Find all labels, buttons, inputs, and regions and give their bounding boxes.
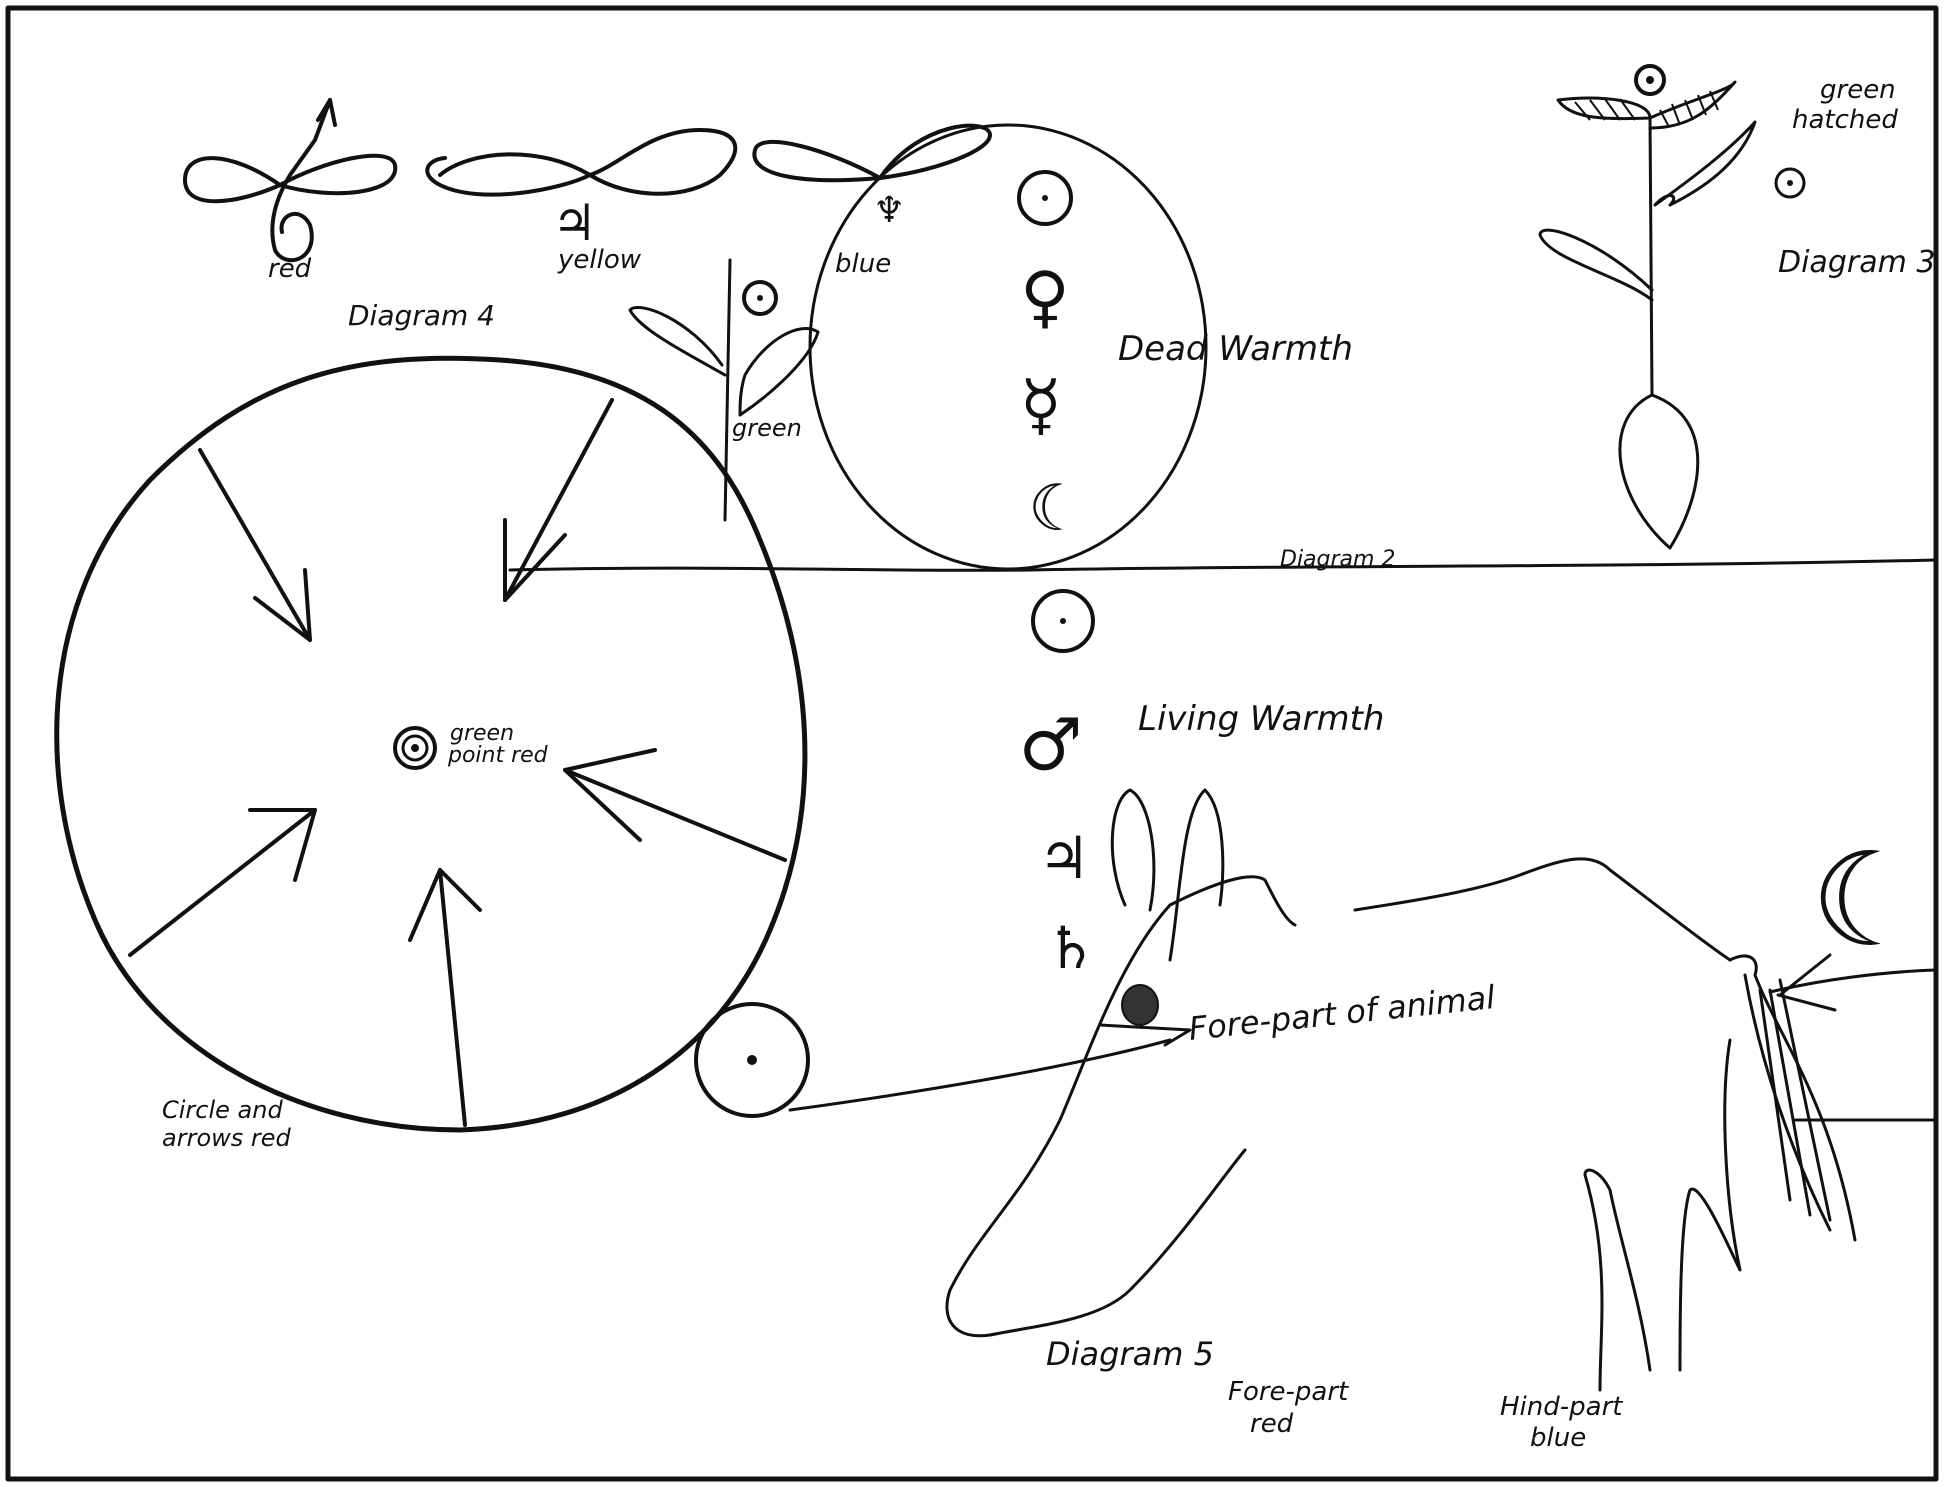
animal-outline <box>945 788 1937 1392</box>
sun-icon <box>1017 170 1073 226</box>
sun-icon <box>1031 589 1095 653</box>
circle-center-line1: green <box>450 721 514 746</box>
circle-note-line1: Circle and <box>162 1096 283 1124</box>
diagram3-sun-icon <box>1774 167 1806 199</box>
moon-symbol-upper: ☾ <box>1028 472 1085 546</box>
diagram2-line <box>508 558 1937 572</box>
living-warmth-label: Living Warmth <box>1138 699 1384 739</box>
jupiter-color-label: yellow <box>557 245 642 275</box>
center-point-icon <box>393 726 437 770</box>
living-warmth-symbols: ♂ ♃ ♄ <box>1018 589 1097 982</box>
saturn-color-label: red <box>268 254 312 284</box>
diagram4-circle <box>54 355 808 1133</box>
fore-part-of-animal-label: Fore-part of animal <box>1187 978 1497 1048</box>
circle-center-line2: point red <box>447 743 549 768</box>
diagram3-note-line2: hatched <box>1792 105 1898 135</box>
dead-warmth-label: Dead Warmth <box>1118 329 1353 369</box>
fore-part-line2: red <box>1250 1409 1294 1439</box>
saturn-loop <box>183 98 398 263</box>
hind-part-line1: Hind-part <box>1500 1392 1623 1422</box>
circle-note-line2: arrows red <box>162 1124 292 1152</box>
mars-color-label: blue <box>835 249 891 279</box>
diagram4-arrows <box>128 398 787 1127</box>
small-plant-label: green <box>732 414 802 442</box>
mercury-symbol: ☿ <box>1020 366 1062 445</box>
mars-living-symbol: ♂ <box>1018 703 1083 787</box>
diagram-5-label: Diagram 5 <box>1046 1335 1214 1373</box>
sun-lower-left <box>694 1002 810 1118</box>
frame-border <box>5 5 1939 1482</box>
fore-part-line1: Fore-part <box>1228 1377 1349 1407</box>
sun-to-animal-line <box>788 1038 1172 1112</box>
diagram-2-label: Diagram 2 <box>1280 547 1395 572</box>
diagram-3-label: Diagram 3 <box>1778 245 1935 280</box>
venus-symbol: ♀ <box>1020 258 1070 337</box>
saturn-living-symbol: ♄ <box>1045 914 1097 982</box>
diagram3-plant <box>1538 64 1757 550</box>
jupiter-loop <box>425 128 738 197</box>
animal-eye-icon <box>1121 984 1159 1026</box>
diagram3-note-line1: green <box>1820 75 1896 105</box>
dead-warmth-symbols: ♀ ☿ ☾ <box>1017 170 1085 546</box>
fore-part-pointer <box>1098 1023 1192 1047</box>
mars-symbol: ♆ <box>873 190 905 231</box>
diagram-4-label: Diagram 4 <box>348 299 495 332</box>
jupiter-symbol: ♃ <box>552 194 597 252</box>
small-plant <box>628 258 820 522</box>
hind-part-line2: blue <box>1530 1423 1586 1453</box>
jupiter-living-symbol: ♃ <box>1038 824 1090 892</box>
moon-symbol-right: ☾ <box>1810 824 1927 976</box>
